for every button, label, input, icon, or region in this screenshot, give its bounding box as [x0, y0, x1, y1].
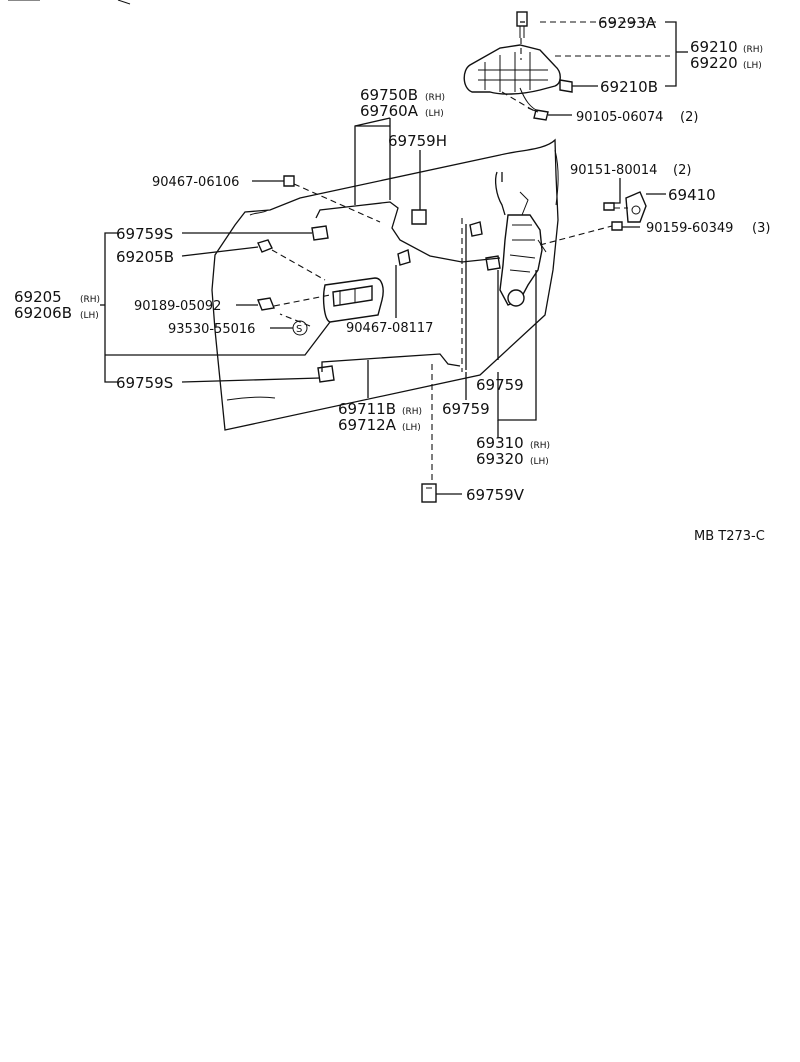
svg-text:(RH): (RH): [402, 407, 422, 417]
callout-lines: [100, 21, 688, 495]
label-69759V: 69759V: [466, 486, 525, 504]
screw-90105: [527, 107, 549, 121]
clip-69759S-top: [311, 225, 329, 241]
clamp-69759H: [411, 209, 427, 225]
svg-text:S: S: [296, 324, 302, 335]
svg-text:(RH): (RH): [743, 45, 763, 55]
screw-90159: [611, 221, 623, 231]
label-69205: 69205: [14, 288, 62, 306]
label-69759-a: 69759: [476, 376, 524, 394]
clip-90467-08117: [397, 249, 411, 266]
label-69320: 69320: [476, 450, 524, 468]
label-69410: 69410: [668, 186, 716, 204]
label-90189: 90189-05092: [134, 299, 221, 314]
svg-text:(LH): (LH): [530, 457, 549, 467]
svg-text:(RH): (RH): [425, 93, 445, 103]
rods: [315, 201, 501, 372]
clip-69759V: [421, 483, 437, 503]
diagram-code: MB T273-C: [694, 529, 765, 544]
label-90467-08117: 90467-08117: [346, 321, 433, 336]
clip-69759S-bottom: [317, 365, 335, 383]
dashed-leaders: [271, 21, 670, 484]
screw-90151: [603, 202, 615, 211]
label-69205B: 69205B: [116, 248, 174, 266]
spring-69210B: [559, 79, 573, 93]
striker-69410: [625, 191, 647, 223]
label-69210: 69210: [690, 38, 738, 56]
svg-text:(2): (2): [673, 163, 691, 178]
screw-90189: [257, 297, 275, 311]
label-69310: 69310: [476, 434, 524, 452]
label-69759-b: 69759: [442, 400, 490, 418]
label-69759S-bottom: 69759S: [116, 374, 173, 392]
label-69760A: 69760A: [360, 102, 419, 120]
label-93530: 93530-55016: [168, 322, 255, 337]
label-69210B: 69210B: [600, 78, 658, 96]
label-69759S-top: 69759S: [116, 225, 173, 243]
label-90159: 90159-60349: [646, 221, 733, 236]
s-mark: S: [292, 320, 308, 336]
label-90151: 90151-80014: [570, 163, 657, 178]
label-69220: 69220: [690, 54, 738, 72]
label-69712A: 69712A: [338, 416, 397, 434]
lock-cylinder: [507, 289, 525, 307]
label-69759H: 69759H: [388, 132, 447, 150]
door-panel: [211, 138, 559, 431]
labels: 69293A 69210 (RH) 69220 (LH) 69210B 9010…: [14, 14, 770, 544]
label-90467-06106: 90467-06106: [152, 175, 239, 190]
clip-90467-06106: [283, 175, 295, 187]
clip-69759-upper: [469, 221, 483, 237]
svg-text:(LH): (LH): [402, 423, 421, 433]
door-lock-assembly: [495, 171, 547, 307]
svg-text:(RH): (RH): [530, 441, 550, 451]
label-69711B: 69711B: [338, 400, 396, 418]
label-69293A: 69293A: [598, 14, 657, 32]
svg-text:(3): (3): [752, 221, 770, 236]
label-69206B: 69206B: [14, 304, 72, 322]
svg-text:(LH): (LH): [743, 61, 762, 71]
svg-text:(RH): (RH): [80, 295, 100, 305]
svg-text:(2): (2): [680, 110, 698, 125]
pin-69205B: [257, 239, 273, 253]
inside-handle: [322, 277, 384, 323]
label-69750B: 69750B: [360, 86, 418, 104]
clip-69293A: [516, 11, 528, 38]
svg-text:(LH): (LH): [80, 311, 99, 321]
cropped-fragment: [8, 0, 131, 5]
svg-text:(LH): (LH): [425, 109, 444, 119]
outside-handle: [463, 44, 561, 113]
label-90105: 90105-06074: [576, 110, 663, 125]
